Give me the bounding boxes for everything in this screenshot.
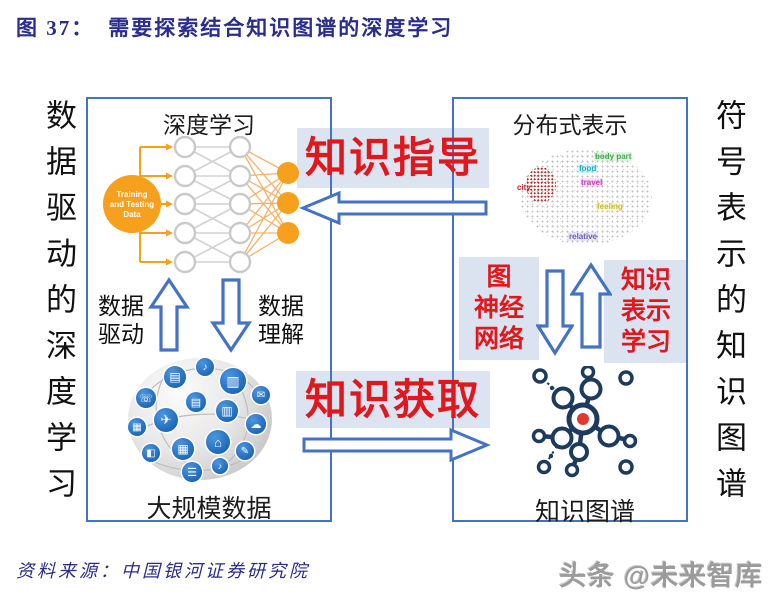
data-understanding-label: 数据 理解 <box>258 293 304 347</box>
gnn-down-arrow <box>536 269 574 356</box>
grid-icon: ▦ <box>172 438 194 460</box>
figure-title: 图 37： 需要探索结合知识图谱的深度学习 <box>16 12 453 42</box>
knowledge-graph-box <box>452 97 688 522</box>
kg-center-dot <box>577 413 589 425</box>
data-driven-up-arrow <box>148 277 190 352</box>
scatter-label-feeling: feeling <box>596 202 624 211</box>
chat-icon: ☰ <box>182 462 202 482</box>
big-data-caption: 大规模数据 <box>146 495 272 523</box>
scatter-label-relative: relative <box>568 232 599 241</box>
tsne-scatter-plot: city food travel body part feeling relat… <box>510 143 660 249</box>
knowledge-guidance-text: 知识指导 <box>304 134 481 181</box>
pencil-icon: ✎ <box>236 442 254 460</box>
deep-learning-title: 深度学习 <box>163 112 255 138</box>
data-understanding-down-arrow <box>210 278 252 353</box>
training-data-text: Training and Testing Data <box>110 190 154 219</box>
city-cluster <box>526 167 556 203</box>
cloud-icon: ☁ <box>246 414 266 434</box>
graph-neural-network-panel: 图 神经 网络 <box>459 257 539 360</box>
scatter-label-travel: travel <box>580 178 604 187</box>
deep-learning-box <box>86 97 332 522</box>
mail-icon: ✉ <box>252 386 270 404</box>
knowledge-guidance-arrow <box>299 190 488 226</box>
hidden-neurons <box>173 136 252 274</box>
knowledge-acquisition-band <box>296 371 490 428</box>
chart-icon: ▥ <box>220 368 246 394</box>
tablet-icon: ▤ <box>186 392 206 412</box>
big-data-globe: ☏ ▤ ♪ ▥ ✉ ▦ ✈ ▤ ▥ ☁ ◧ ▦ ⌂ ✎ ☰ ♪ <box>124 356 276 484</box>
knowledge-representation-learning-panel: 知识 表示 学习 <box>604 260 688 363</box>
left-vertical-label: 数据驱动的深度学习 <box>41 99 76 513</box>
scatter-label-body-part: body part <box>594 152 633 161</box>
training-data-circle <box>103 175 161 233</box>
data-driven-label: 数据 驱动 <box>98 293 144 347</box>
monitor-icon: ▤ <box>164 366 186 388</box>
knowledge-guidance-band <box>297 128 489 188</box>
svg-text:Data: Data <box>123 210 141 219</box>
home-icon: ⌂ <box>206 430 230 454</box>
figure-number: 图 37： <box>16 16 95 40</box>
knowledge-acquisition-arrow <box>302 427 491 463</box>
scatter-label-city: city <box>517 183 531 192</box>
figure-title-text: 需要探索结合知识图谱的深度学习 <box>108 16 454 40</box>
krl-up-arrow <box>570 262 612 349</box>
knowledge-graph-icon <box>531 366 638 478</box>
knowledge-acquisition-text: 知识获取 <box>304 376 481 423</box>
svg-text:and Testing: and Testing <box>110 200 154 209</box>
distributed-representation-title: 分布式表示 <box>512 112 628 138</box>
source-note: 资料来源：中国银河证券研究院 <box>16 561 310 581</box>
feeder-arrowheads <box>166 143 173 266</box>
output-neurons <box>277 162 299 244</box>
music-icon: ♪ <box>196 358 214 376</box>
note-icon: ♪ <box>212 458 228 474</box>
watermark: 头条 @未来智库 <box>559 561 763 591</box>
screen-icon: ▦ <box>128 418 146 436</box>
scatter-label-food: food <box>578 164 598 173</box>
neural-network-diagram: Training and Testing Data <box>103 136 299 274</box>
plane-icon: ✈ <box>154 408 178 432</box>
knowledge-graph-caption: 知识图谱 <box>534 498 635 526</box>
svg-text:Training: Training <box>116 190 147 199</box>
phone-icon: ☏ <box>136 388 156 408</box>
photo-icon: ◧ <box>142 444 160 462</box>
display-icon: ▥ <box>216 400 238 422</box>
right-vertical-label: 符号表示的知识图谱 <box>711 99 746 513</box>
